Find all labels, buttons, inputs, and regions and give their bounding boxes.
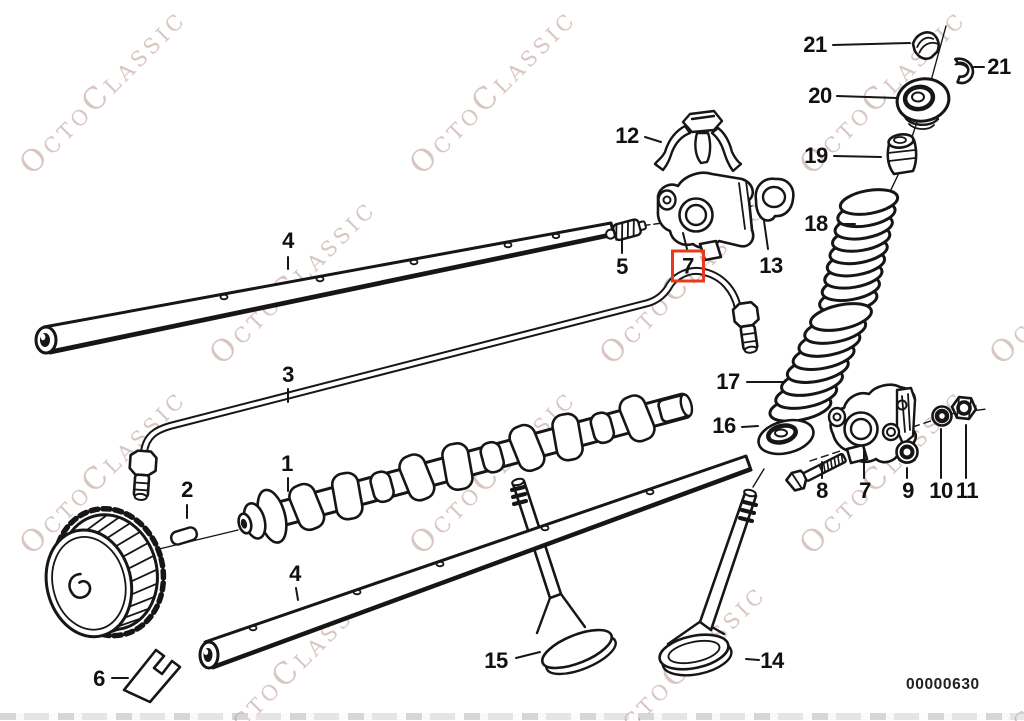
- part-callout-12[interactable]: 12: [615, 123, 639, 148]
- part-drawing-spring-retainer: [895, 77, 951, 130]
- part-drawing-nut-small: [895, 440, 919, 464]
- part-drawing-valve-stem-seal: [886, 133, 918, 176]
- part-drawing-lock-plate: [122, 648, 182, 704]
- part-drawing-valve-spring-outer: [818, 188, 900, 315]
- part-callout-8[interactable]: 8: [816, 478, 828, 503]
- part-callout-9[interactable]: 9: [902, 478, 914, 503]
- part-callout-4[interactable]: 4: [282, 228, 294, 253]
- part-drawing-timing-gear: [44, 505, 167, 639]
- part-drawing-nut-hex: [950, 395, 986, 421]
- callout-leader-lines: [111, 42, 985, 679]
- part-callout-15[interactable]: 15: [484, 648, 508, 673]
- part-callout-2[interactable]: 2: [181, 477, 193, 502]
- part-callout-3[interactable]: 3: [282, 362, 294, 387]
- part-callout-17[interactable]: 17: [716, 369, 740, 394]
- part-callout-7[interactable]: 7: [859, 478, 871, 503]
- part-callout-16[interactable]: 16: [712, 413, 736, 438]
- part-drawing-rocker-arm-center: [656, 171, 755, 262]
- part-drawing-valve-cotters: [911, 31, 975, 85]
- part-drawing-adjusting-screw: [605, 218, 647, 242]
- pipe-union-lower: [128, 449, 158, 501]
- part-callout-6[interactable]: 6: [93, 666, 105, 691]
- part-drawing-rocker-shaft-lower: [198, 454, 753, 670]
- part-callout-20[interactable]: 20: [808, 83, 832, 108]
- part-callout-18[interactable]: 18: [804, 211, 828, 236]
- part-callout-19[interactable]: 19: [804, 143, 828, 168]
- scan-edge-artifact: [0, 713, 1024, 720]
- part-drawing-washer: [931, 405, 953, 427]
- part-drawing-valve-spring-inner: [768, 302, 873, 423]
- part-drawing-camshaft: [237, 392, 694, 544]
- part-callout-13[interactable]: 13: [759, 253, 783, 278]
- part-callout-5[interactable]: 5: [616, 254, 628, 279]
- part-drawing-oil-pipe: [128, 267, 760, 501]
- part-callout-21[interactable]: 21: [987, 54, 1011, 79]
- part-drawing-spring-clip: [653, 109, 743, 173]
- part-drawing-valve-exhaust: [658, 488, 758, 677]
- part-drawing-rocker-arm-right: [827, 383, 918, 465]
- part-drawing-thrust-piece: [754, 177, 795, 222]
- part-callout-highlighted-7[interactable]: 7: [671, 249, 705, 283]
- part-callout-1[interactable]: 1: [281, 451, 293, 476]
- part-callout-11[interactable]: 11: [955, 478, 979, 503]
- part-drawing-key-pin: [169, 526, 199, 546]
- pipe-union-upper: [731, 300, 760, 354]
- part-callout-21[interactable]: 21: [803, 32, 827, 57]
- part-callout-14[interactable]: 14: [760, 648, 784, 673]
- part-callout-10[interactable]: 10: [929, 478, 953, 503]
- document-number: 00000630: [906, 676, 980, 693]
- part-drawing-spring-seat: [757, 418, 815, 456]
- part-callout-4[interactable]: 4: [289, 561, 301, 586]
